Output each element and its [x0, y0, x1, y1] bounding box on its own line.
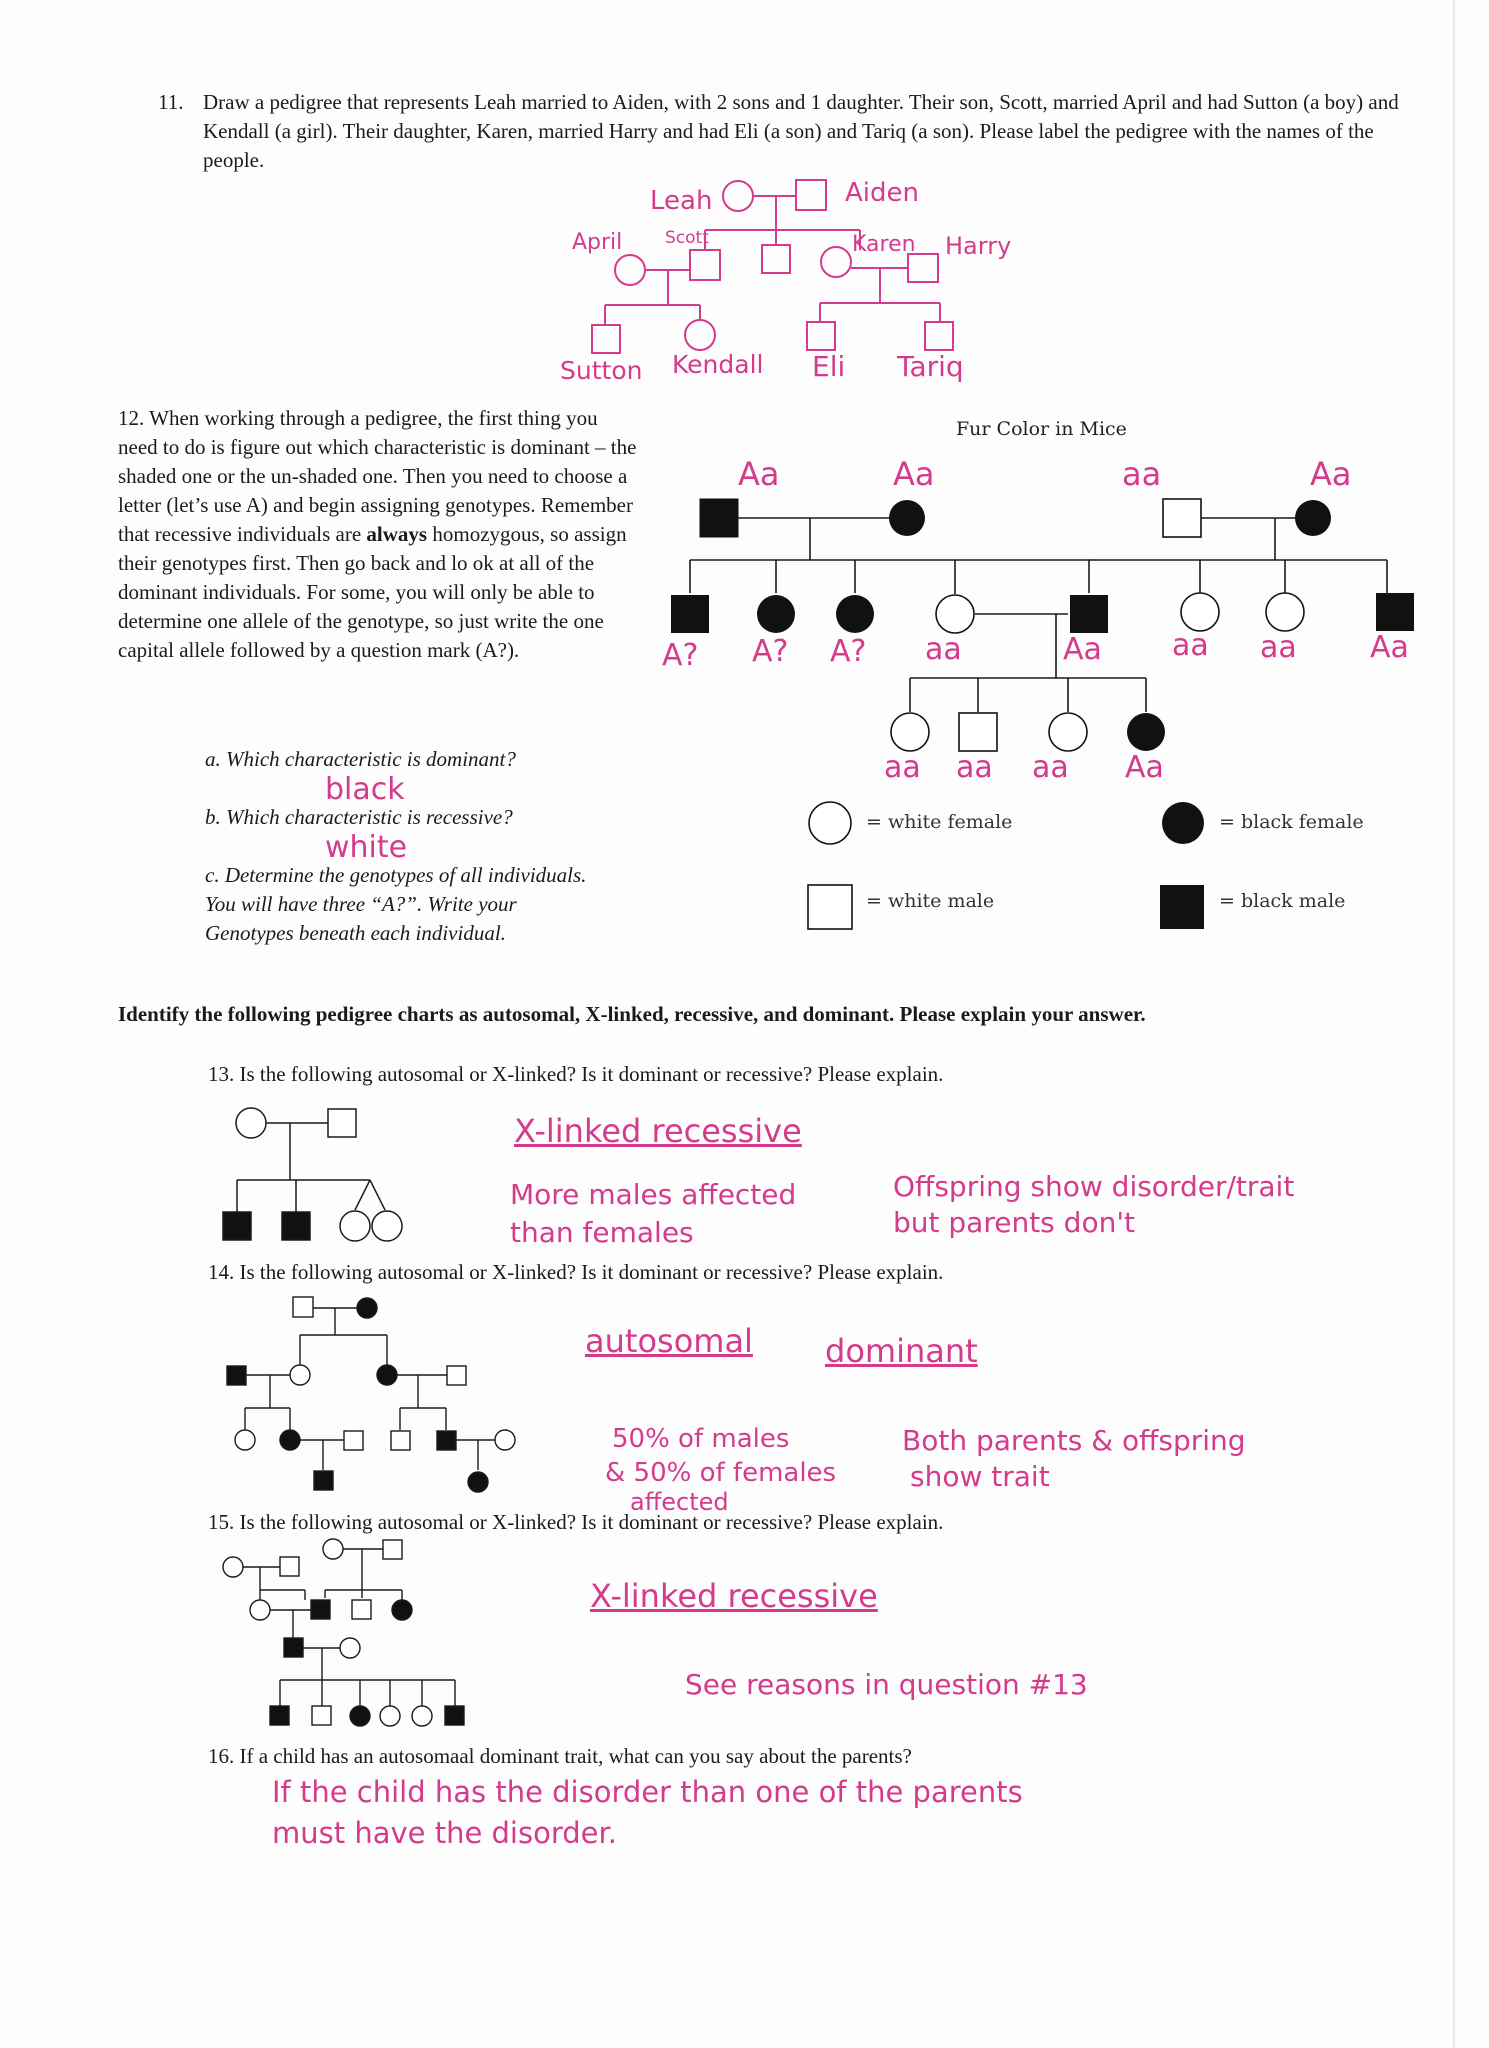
question-12a: a. Which characteristic is dominant?: [205, 747, 516, 771]
leah-symbol: [722, 180, 754, 212]
april-symbol: [614, 254, 646, 286]
aiden-symbol: [795, 179, 827, 211]
legend-white-male-symbol: [807, 884, 853, 930]
gen2-black-male-1: [671, 595, 709, 633]
question-16: 16. If a child has an autosomaal dominan…: [208, 1744, 912, 1768]
label-leah: Leah: [650, 186, 713, 216]
label-april: April: [572, 230, 623, 255]
genotype-p2-female: Aa: [1310, 455, 1352, 493]
q15-answer: X-linked recessive: [590, 1577, 878, 1615]
gen1-black-female-1: [889, 500, 925, 536]
q14-answer-2: dominant: [825, 1332, 978, 1370]
legend-black-male: = black male: [1219, 890, 1346, 912]
gen1-black-female-2: [1295, 500, 1331, 536]
answer-12b: white: [325, 830, 408, 865]
kendall-symbol: [684, 319, 716, 351]
gen1-white-male-2: [1162, 498, 1202, 538]
gen3-black-female-1: [1127, 713, 1165, 751]
genotype-c1: A?: [662, 638, 699, 673]
legend-white-female: = white female: [866, 811, 1013, 833]
section-heading: Identify the following pedigree charts a…: [118, 1002, 1146, 1026]
genotype-g3: aa: [1032, 750, 1069, 785]
answer-12a: black: [325, 772, 405, 807]
question-12b: b. Which characteristic is recessive?: [205, 805, 513, 829]
legend-white-female-symbol: [808, 801, 852, 845]
question-11: 11. Draw a pedigree that represents Leah…: [158, 88, 1403, 175]
label-scott: Scott: [665, 228, 709, 248]
genotype-g4: Aa: [1125, 750, 1164, 785]
eli-symbol: [806, 321, 836, 351]
q14-reason2-line2: show trait: [910, 1460, 1050, 1493]
gen2-white-female-5: [1265, 592, 1305, 632]
gen3-white-female-1: [890, 712, 930, 752]
genotype-c7: aa: [1260, 630, 1297, 665]
genotype-g2: aa: [956, 750, 993, 785]
genotype-p1-female: Aa: [893, 455, 935, 493]
label-karen: Karen: [852, 232, 916, 257]
question-13: 13. Is the following autosomal or X-link…: [208, 1062, 944, 1086]
genotype-p1-male: Aa: [738, 455, 780, 493]
tariq-symbol: [924, 321, 954, 351]
question-14: 14. Is the following autosomal or X-link…: [208, 1260, 944, 1284]
gen2-white-female-3: [935, 594, 975, 634]
legend-white-male: = white male: [866, 890, 995, 912]
harry-symbol: [907, 253, 939, 283]
genotype-c5: Aa: [1063, 632, 1102, 667]
genotype-g1: aa: [884, 750, 921, 785]
label-tariq: Tariq: [897, 350, 964, 383]
genotype-c3: A?: [830, 634, 867, 669]
legend-black-female-symbol: [1162, 802, 1204, 844]
q16-answer-line1: If the child has the disorder than one o…: [272, 1775, 1023, 1809]
q14-answer-1: autosomal: [585, 1322, 753, 1360]
q13-answer: X-linked recessive: [514, 1112, 802, 1150]
gen2-black-male-3: [1376, 593, 1414, 631]
q13-reason1-line1: More males affected: [510, 1178, 797, 1211]
question-11-text: Draw a pedigree that represents Leah mar…: [203, 90, 1399, 172]
mice-chart-title: Fur Color in Mice: [956, 418, 1127, 440]
question-15: 15. Is the following autosomal or X-link…: [208, 1510, 944, 1534]
gen2-black-male-2: [1070, 595, 1108, 633]
gen1-black-male-1: [699, 498, 739, 538]
q13-reason2-line2: but parents don't: [893, 1206, 1135, 1239]
gen2-white-female-4: [1180, 592, 1220, 632]
genotype-c6: aa: [1172, 628, 1209, 663]
q15-reason: See reasons in question #13: [685, 1668, 1088, 1701]
scott-symbol: [689, 249, 721, 281]
legend-black-male-symbol: [1160, 885, 1204, 929]
gen2-black-female-1: [757, 595, 795, 633]
legend-black-female: = black female: [1219, 811, 1364, 833]
label-harry: Harry: [945, 232, 1012, 260]
q14-reason2-line1: Both parents & offspring: [902, 1424, 1246, 1457]
label-eli: Eli: [812, 350, 846, 383]
question-11-number: 11.: [158, 90, 184, 114]
label-kendall: Kendall: [672, 350, 764, 379]
q13-reason1-line2: than females: [510, 1216, 694, 1249]
genotype-c2: A?: [752, 634, 789, 669]
question-12c: c. Determine the genotypes of all indivi…: [205, 863, 587, 945]
genotype-p2-male: aa: [1122, 455, 1162, 493]
genotype-c8: Aa: [1370, 630, 1409, 665]
karen-symbol: [820, 246, 852, 278]
question-12-text: 12. When working through a pedigree, the…: [118, 406, 637, 662]
label-aiden: Aiden: [845, 178, 919, 208]
sutton-symbol: [591, 324, 621, 354]
q14-reason1-line1: 50% of males: [612, 1424, 790, 1454]
q13-reason2-line1: Offspring show disorder/trait: [893, 1170, 1295, 1203]
gen3-white-female-2: [1048, 712, 1088, 752]
q14-reason1-line3: affected: [630, 1488, 729, 1516]
genotype-c4: aa: [925, 632, 962, 667]
q14-reason1-line2: & 50% of females: [605, 1458, 837, 1488]
gen3-white-male-1: [958, 712, 998, 752]
label-sutton: Sutton: [560, 356, 643, 385]
q16-answer-line2: must have the disorder.: [272, 1816, 617, 1850]
unnamed-son-symbol: [761, 244, 791, 274]
gen2-black-female-2: [836, 595, 874, 633]
scan-edge: [1453, 0, 1455, 2048]
